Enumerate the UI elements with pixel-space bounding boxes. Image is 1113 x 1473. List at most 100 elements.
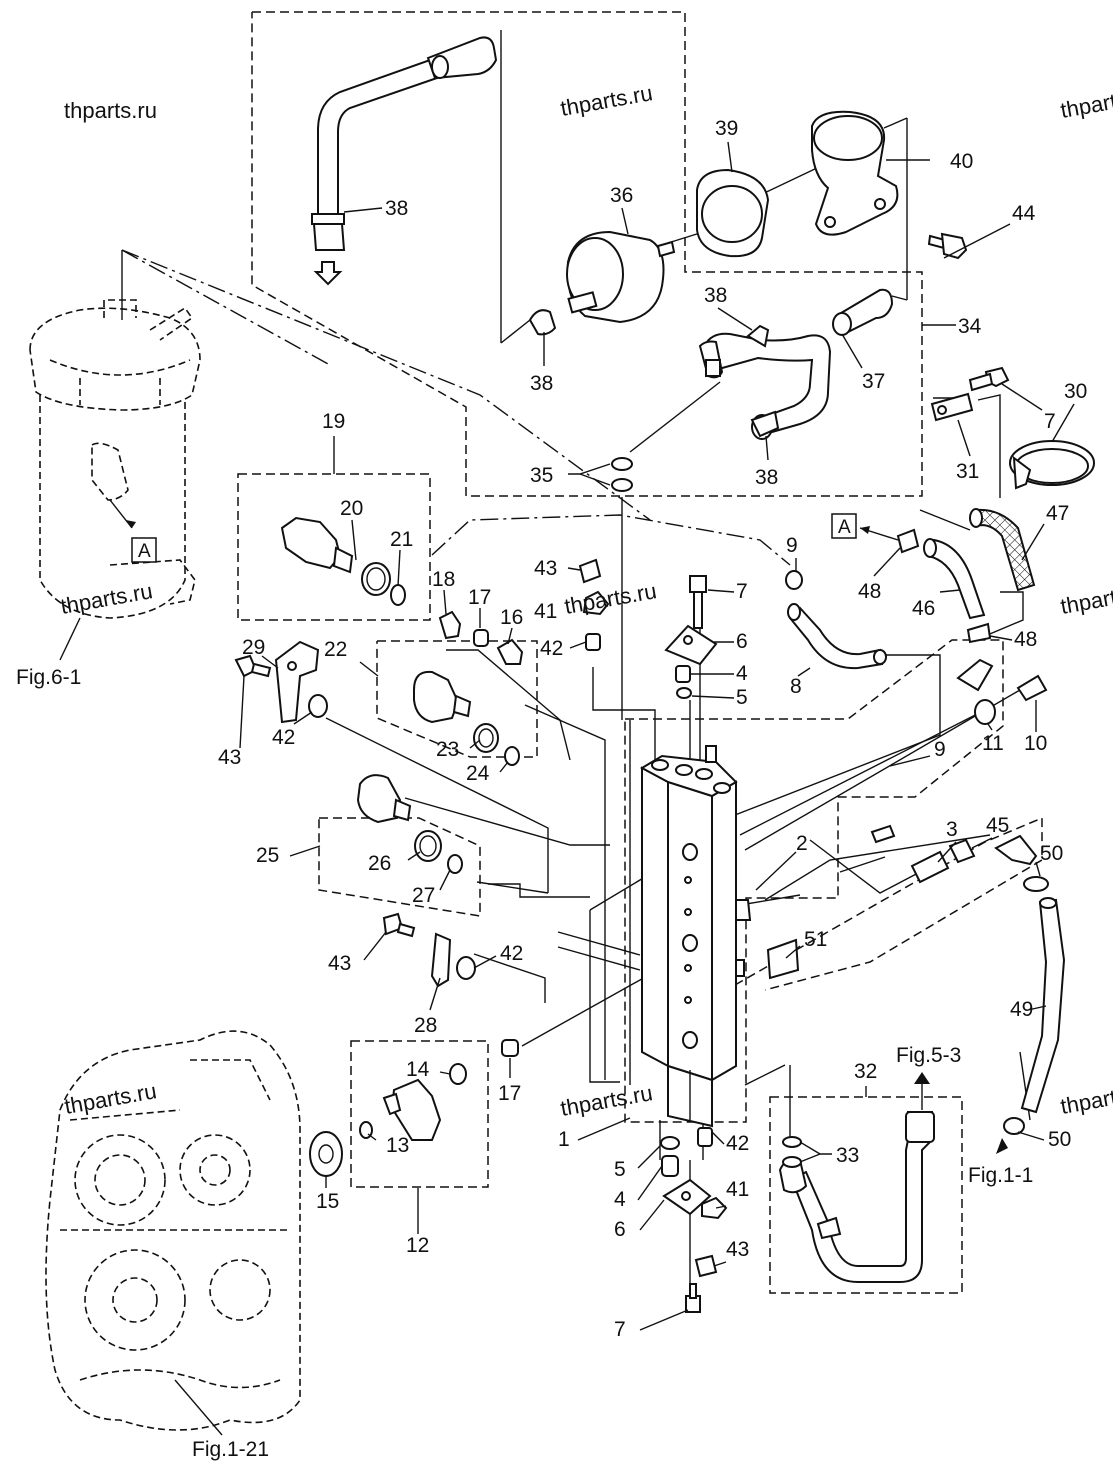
bolt-7-top — [664, 575, 718, 699]
callout-3: 3 — [946, 818, 958, 841]
callout-5: 5 — [736, 686, 748, 709]
fittings-3-45 — [870, 824, 1038, 884]
callout-43: 43 — [534, 557, 557, 580]
ref-fig5-3: Fig.5-3 — [896, 1044, 961, 1067]
callout-16: 16 — [500, 606, 523, 629]
bolt-44 — [927, 232, 968, 260]
ref-fig1-21: Fig.1-21 — [192, 1438, 269, 1461]
callout-17: 17 — [468, 586, 491, 609]
bracket-39 — [696, 168, 770, 258]
callout-15: 15 — [316, 1190, 339, 1213]
figure-references: Fig.6-1 Fig.1-21 Fig.5-3 Fig.1-1 — [16, 666, 1033, 1461]
callout-7: 7 — [1044, 410, 1056, 433]
ref-fig6-1: Fig.6-1 — [16, 666, 81, 689]
bolt-43-left — [234, 654, 272, 678]
callout-28: 28 — [414, 1014, 437, 1037]
callout-18: 18 — [432, 568, 455, 591]
watermark: thparts.ru — [563, 578, 659, 619]
plate-31 — [930, 392, 974, 422]
label-leaders — [239, 141, 1075, 1331]
callout-43: 43 — [726, 1238, 749, 1261]
hose-8 — [785, 570, 887, 670]
callout-26: 26 — [368, 852, 391, 875]
callout-30: 30 — [1064, 380, 1087, 403]
callout-49: 49 — [1010, 998, 1033, 1021]
callout-7: 7 — [614, 1318, 626, 1341]
callout-6: 6 — [736, 630, 748, 653]
ghost-engine-fig1-21 — [45, 1030, 301, 1431]
callout-43: 43 — [328, 952, 351, 975]
svg-text:A: A — [838, 517, 851, 538]
valve-25 — [356, 774, 463, 874]
callout-11: 11 — [982, 732, 1004, 755]
hose-46-47 — [896, 508, 1036, 644]
callout-9: 9 — [786, 534, 798, 557]
pipe-32 — [778, 1111, 935, 1283]
watermark: thparts.ru — [1059, 1078, 1113, 1119]
regulator-22 — [413, 670, 520, 766]
valve-group-19 — [280, 516, 406, 606]
washers-35 — [611, 457, 633, 492]
callout-44: 44 — [1012, 202, 1036, 225]
callout-35: 35 — [530, 464, 553, 487]
fuel-filter-36 — [566, 230, 676, 324]
watermark: thparts.ru — [1059, 578, 1113, 619]
arrow-down-icon — [996, 1138, 1008, 1154]
callout-38: 38 — [385, 197, 408, 220]
callout-6: 6 — [614, 1218, 626, 1241]
clip-38 — [528, 309, 557, 336]
bracket-41-upper — [578, 558, 610, 651]
callout-10: 10 — [1024, 732, 1047, 755]
callout-4: 4 — [614, 1188, 626, 1211]
callout-29: 29 — [242, 636, 265, 659]
callout-47: 47 — [1046, 502, 1069, 525]
watermark: thparts.ru — [63, 1078, 159, 1119]
view-marker-a-left: A — [109, 499, 157, 563]
callout-45: 45 — [986, 814, 1009, 837]
callout-19: 19 — [322, 410, 345, 433]
watermark: thparts.ru — [559, 1080, 655, 1121]
ghost-fuel-filter-fig6-1 — [29, 299, 201, 619]
valve-12 — [309, 1039, 519, 1177]
callout-23: 23 — [436, 738, 459, 761]
callout-32: 32 — [854, 1060, 877, 1083]
callout-27: 27 — [412, 884, 435, 907]
fitting-18-17-16 — [438, 610, 524, 665]
svg-text:A: A — [138, 541, 151, 562]
fittings-10-11 — [956, 658, 1048, 725]
bracket-28 — [382, 912, 476, 988]
callout-25: 25 — [256, 844, 279, 867]
watermark: thparts.ru — [59, 578, 155, 619]
callout-labels: 38 36 39 40 44 38 34 38 37 38 7 30 31 35… — [218, 117, 1087, 1341]
hose-37 — [698, 288, 894, 440]
view-marker-a-right: A — [831, 513, 899, 541]
bracket-40 — [811, 110, 899, 236]
callout-36: 36 — [610, 184, 633, 207]
callout-34: 34 — [958, 315, 982, 338]
callout-42: 42 — [540, 637, 563, 660]
callout-2: 2 — [796, 832, 808, 855]
bracket-29 — [274, 640, 328, 724]
callout-48: 48 — [858, 580, 881, 603]
callout-41: 41 — [726, 1178, 749, 1201]
callout-13: 13 — [386, 1134, 409, 1157]
hose-38-upper — [311, 36, 498, 286]
callout-38: 38 — [755, 466, 778, 489]
callout-38: 38 — [704, 284, 727, 307]
callout-48: 48 — [1014, 628, 1037, 651]
callout-40: 40 — [950, 150, 973, 173]
callout-17: 17 — [498, 1082, 521, 1105]
callout-41: 41 — [534, 600, 557, 623]
callout-51: 51 — [804, 928, 827, 951]
callout-22: 22 — [324, 638, 347, 661]
arrow-up-icon — [914, 1072, 930, 1084]
ref-fig1-1: Fig.1-1 — [968, 1164, 1033, 1187]
callout-50: 50 — [1040, 842, 1063, 865]
callout-42: 42 — [272, 726, 295, 749]
callout-38: 38 — [530, 372, 553, 395]
callout-33: 33 — [836, 1144, 859, 1167]
callout-50: 50 — [1048, 1128, 1071, 1151]
leader-fig6-1 — [59, 617, 81, 661]
hose-49 — [1003, 876, 1066, 1135]
